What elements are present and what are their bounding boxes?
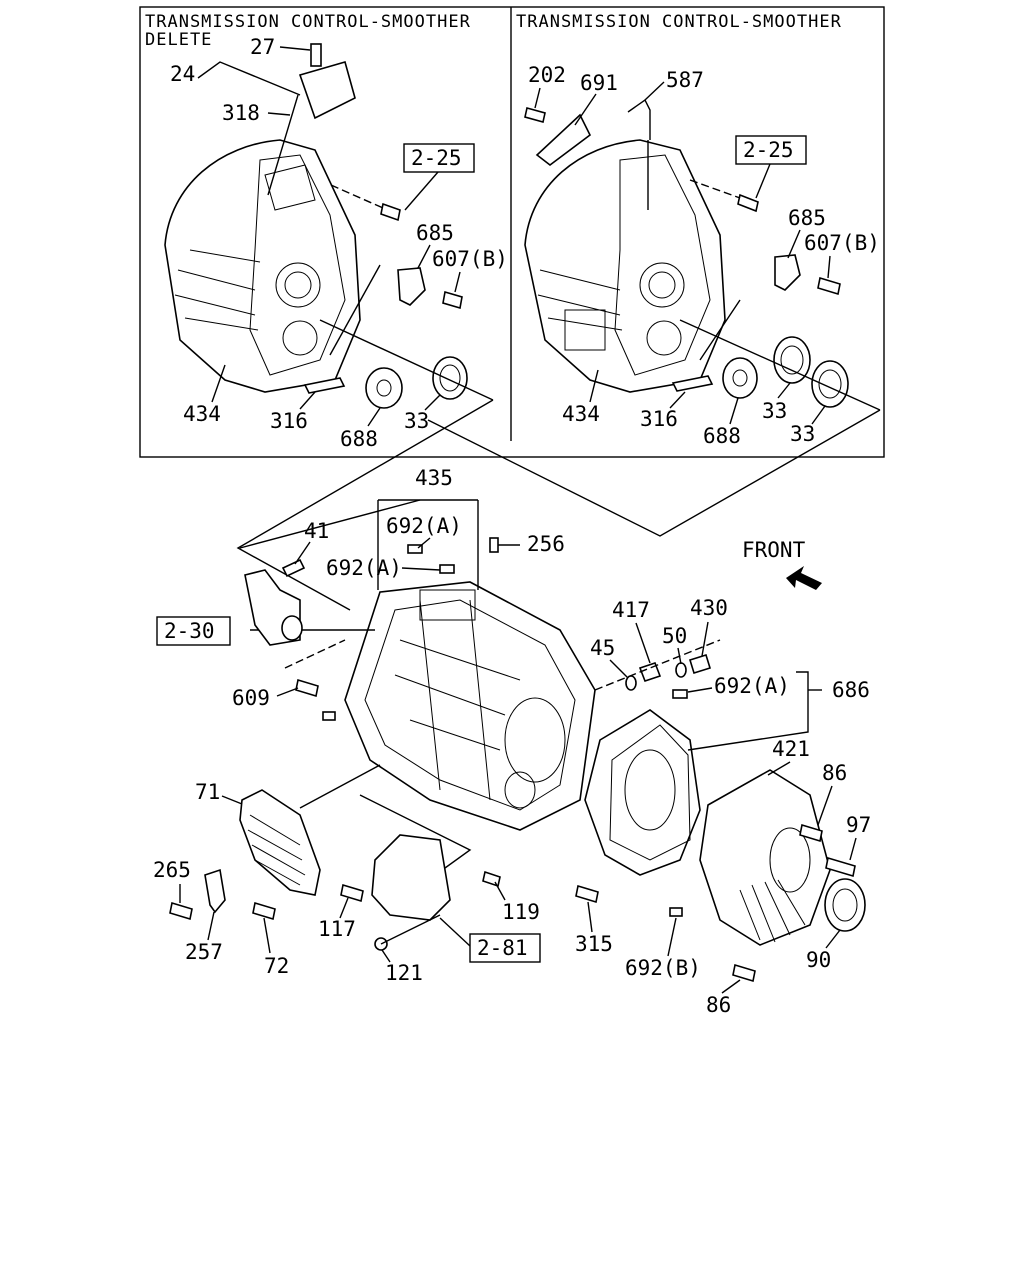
callout-692a-right: 692(A) <box>714 674 790 698</box>
callout-691: 691 <box>580 71 618 95</box>
callout-316-right: 316 <box>640 407 678 431</box>
callout-202: 202 <box>528 63 566 87</box>
callout-256: 256 <box>527 532 565 556</box>
callout-72: 72 <box>264 954 289 978</box>
callout-86-lower: 86 <box>706 993 731 1017</box>
callout-417: 417 <box>612 598 650 622</box>
solenoid-assembly <box>244 569 303 646</box>
inset-frame <box>139 6 885 458</box>
side-cover-71 <box>169 764 381 921</box>
callout-97: 97 <box>846 813 871 837</box>
callout-587: 587 <box>666 68 704 92</box>
callout-71: 71 <box>195 780 220 804</box>
callout-318: 318 <box>222 101 260 125</box>
rear-extension-421 <box>669 769 866 983</box>
ref-box-2-25-right <box>735 135 807 165</box>
callout-688-right: 688 <box>703 424 741 448</box>
callout-50: 50 <box>662 624 687 648</box>
callout-434-right: 434 <box>562 402 600 426</box>
callout-33-left: 33 <box>404 409 429 433</box>
left-panel-subtitle: DELETE <box>145 30 212 50</box>
reference-boxes: 2-25 2-25 2-30 2-81 <box>156 135 807 963</box>
callout-435: 435 <box>415 466 453 490</box>
callout-430: 430 <box>690 596 728 620</box>
front-label: FRONT <box>742 538 806 562</box>
callout-434-left: 434 <box>183 402 221 426</box>
ref-2-25-right[interactable]: 2-25 <box>743 138 794 162</box>
callout-688-left: 688 <box>340 427 378 451</box>
ref-box-2-30 <box>156 616 231 646</box>
callout-90: 90 <box>806 948 831 972</box>
callout-86-upper: 86 <box>822 761 847 785</box>
ref-box-2-25-left <box>403 143 475 173</box>
main-transmission-case <box>239 499 596 831</box>
callout-607b-right: 607(B) <box>804 231 880 255</box>
ref-2-30[interactable]: 2-30 <box>164 619 215 643</box>
callout-265: 265 <box>153 858 191 882</box>
inset-panels: TRANSMISSION CONTROL-SMOOTHER DELETE TRA… <box>139 6 885 458</box>
ref-box-2-81 <box>469 933 541 963</box>
callout-609: 609 <box>232 686 270 710</box>
callout-692a-left: 692(A) <box>326 556 402 580</box>
callout-27: 27 <box>250 35 275 59</box>
plugs-and-seals <box>594 639 721 691</box>
callouts: 27 24 318 685 607(B) 434 316 688 33 202 … <box>153 35 880 1017</box>
callout-257: 257 <box>185 940 223 964</box>
right-clutch-housing <box>524 98 881 411</box>
callout-24: 24 <box>170 62 195 86</box>
callout-421: 421 <box>772 737 810 761</box>
callout-45: 45 <box>590 636 615 660</box>
front-arrow-icon <box>786 566 822 590</box>
callout-692b: 692(B) <box>625 956 701 980</box>
left-panel-title: TRANSMISSION CONTROL-SMOOTHER <box>145 12 471 32</box>
callout-121: 121 <box>385 961 423 985</box>
right-panel-title: TRANSMISSION CONTROL-SMOOTHER <box>516 12 842 32</box>
callout-686: 686 <box>832 678 870 702</box>
front-indicator: FRONT <box>742 538 822 590</box>
callout-33-right-b: 33 <box>790 422 815 446</box>
front-cover-686 <box>575 671 822 904</box>
left-clutch-housing <box>164 43 494 409</box>
connector-lines <box>236 399 881 611</box>
callout-315: 315 <box>575 932 613 956</box>
callout-692a-top: 692(A) <box>386 514 462 538</box>
callout-119: 119 <box>502 900 540 924</box>
callout-607b-left: 607(B) <box>432 247 508 271</box>
ref-2-25-left[interactable]: 2-25 <box>411 146 462 170</box>
callout-685-left: 685 <box>416 221 454 245</box>
callout-316-left: 316 <box>270 409 308 433</box>
callout-41: 41 <box>304 519 329 543</box>
callout-117: 117 <box>318 917 356 941</box>
callout-33-right-a: 33 <box>762 399 787 423</box>
ref-2-81[interactable]: 2-81 <box>477 936 528 960</box>
callout-685-right: 685 <box>788 206 826 230</box>
pto-cover <box>340 794 501 951</box>
